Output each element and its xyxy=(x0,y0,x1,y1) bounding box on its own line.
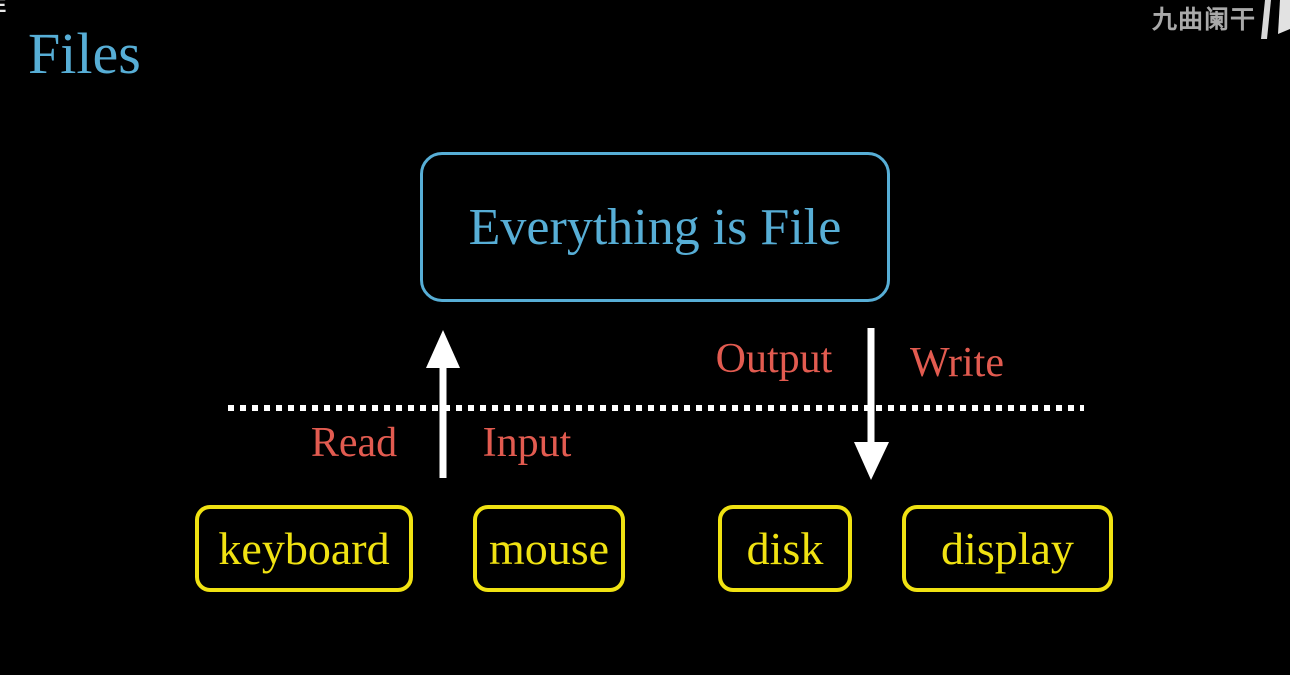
everything-is-file-label: Everything is File xyxy=(468,198,842,256)
corner-artifact-glyph: E xyxy=(0,0,6,16)
page-title: Files xyxy=(28,21,141,86)
display-box: display xyxy=(902,505,1113,592)
keyboard-box: keyboard xyxy=(195,505,413,592)
output-label: Output xyxy=(715,336,833,382)
mouse-box: mouse xyxy=(473,505,625,592)
input-label: Input xyxy=(482,420,572,466)
everything-is-file-box: Everything is File xyxy=(420,152,890,302)
read-label: Read xyxy=(310,420,398,466)
disk-label: disk xyxy=(746,523,824,574)
disk-box: disk xyxy=(718,505,852,592)
mouse-label: mouse xyxy=(488,523,610,574)
watermark-logo-icon xyxy=(1261,0,1290,39)
output-write-down-arrow xyxy=(854,328,889,480)
keyboard-label: keyboard xyxy=(218,523,390,574)
write-label: Write xyxy=(910,340,1004,386)
user-kernel-dotted-divider xyxy=(228,405,1084,411)
display-label: display xyxy=(941,523,1074,574)
watermark-text: 九曲阑干 xyxy=(1151,6,1256,34)
